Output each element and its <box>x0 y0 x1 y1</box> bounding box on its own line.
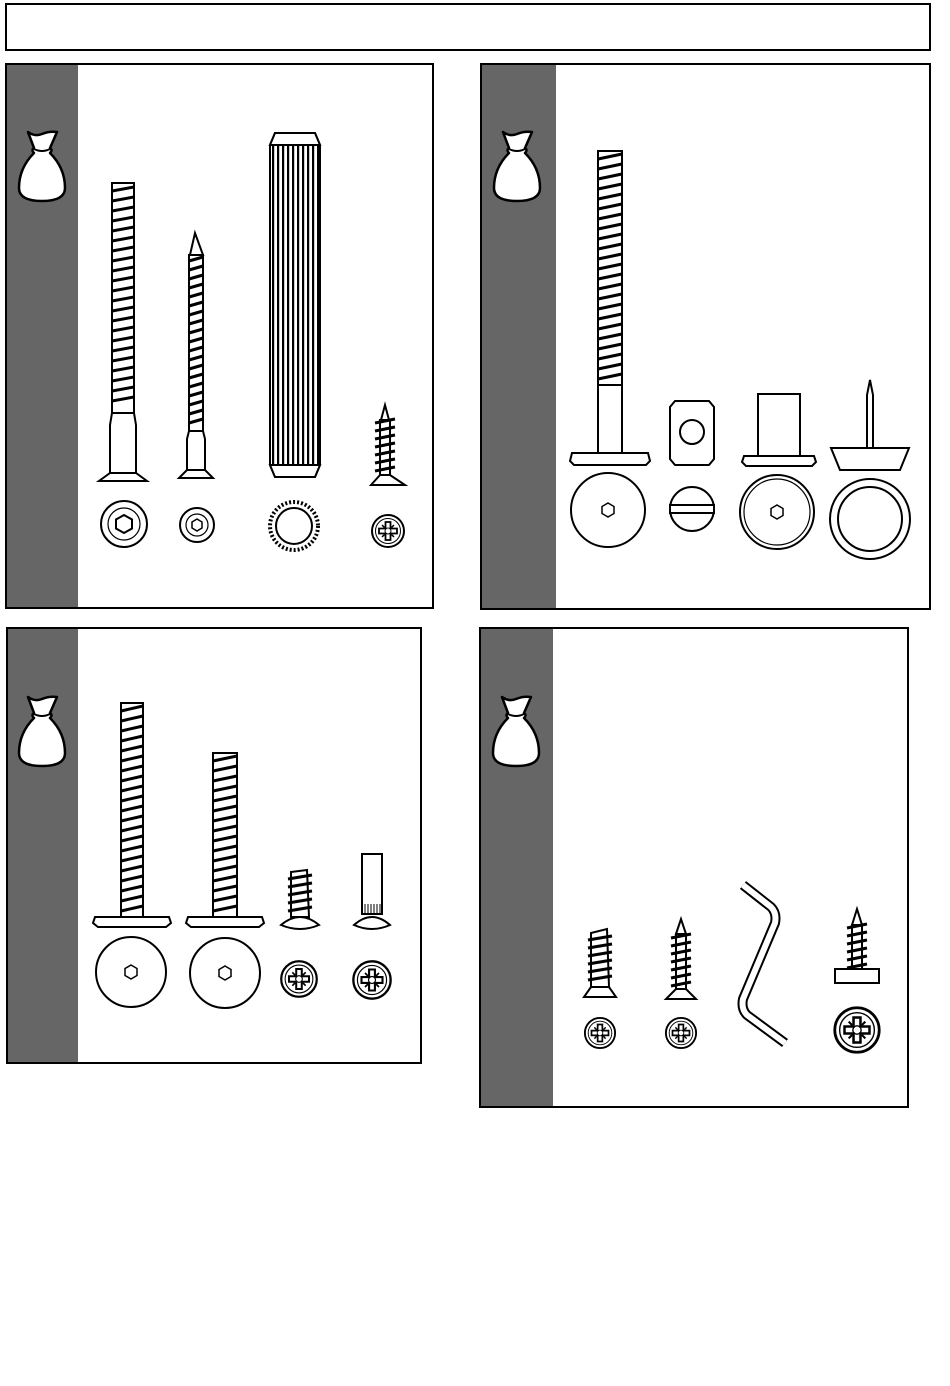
long-wafer-head-bolt <box>93 703 171 1007</box>
cross-head-icon <box>281 961 317 997</box>
cross-head-wood-screw <box>371 405 405 485</box>
long-hex-bolt <box>570 151 650 547</box>
cross-head-icon <box>372 515 404 547</box>
short-wafer-head-bolt <box>186 753 264 1008</box>
hardware-panel-4 <box>479 627 909 1108</box>
parts-drawing <box>481 629 909 1108</box>
cross-head-pin <box>354 854 390 929</box>
cross-head-icon <box>585 1018 615 1048</box>
furniture-glide-nail <box>830 380 910 559</box>
hardware-panel-3 <box>6 627 422 1064</box>
allen-key <box>743 885 786 1043</box>
pan-head-screw <box>835 909 879 983</box>
parts-drawing <box>482 65 931 610</box>
cross-head-icon <box>835 1008 879 1052</box>
parts-drawing <box>7 65 434 609</box>
header-box <box>5 3 931 51</box>
flat-head-hex-screw <box>179 233 214 542</box>
cross-head-euro-screw <box>281 870 319 929</box>
countersunk-wood-screw <box>666 919 696 999</box>
hardware-panel-2 <box>480 63 931 610</box>
hex-connector-cap <box>740 394 816 549</box>
flat-head-hex-bolt <box>99 183 147 547</box>
cross-head-icon <box>353 961 390 998</box>
cross-head-icon <box>666 1018 696 1048</box>
countersunk-euro-screw <box>584 929 616 997</box>
slotted-nut <box>670 401 714 531</box>
parts-drawing <box>8 629 422 1064</box>
hardware-panel-1 <box>5 63 434 609</box>
wooden-dowel <box>270 133 320 550</box>
